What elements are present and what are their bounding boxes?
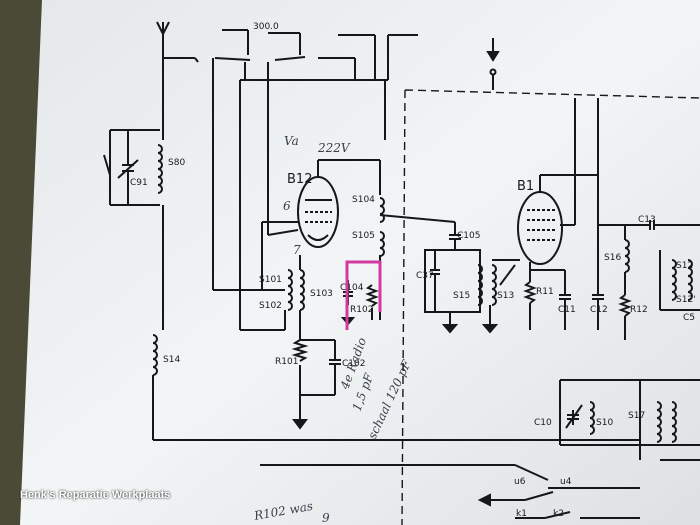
label-s101: S101 [259, 275, 282, 285]
label-k1: k1 [516, 509, 527, 519]
label-c91: C91 [130, 178, 148, 188]
b1-bias-circuit [523, 220, 700, 340]
tube-b1 [517, 98, 599, 265]
label-c10: C10 [534, 418, 552, 428]
label-s12: S12 [676, 261, 693, 271]
label-c104: C104 [340, 283, 364, 293]
antenna-circuit [103, 58, 164, 330]
label-c105: C105 [457, 231, 480, 241]
label-s13: S13 [497, 291, 514, 301]
marker-highlight [345, 260, 382, 330]
note-six: 6 [283, 199, 291, 213]
label-b12: B12 [287, 172, 312, 187]
label-s14: S14 [163, 355, 180, 365]
label-c5: C5 [683, 313, 695, 323]
label-r102: R102 [350, 305, 373, 315]
antenna-icon [156, 21, 170, 58]
label-c12: C12 [590, 305, 608, 315]
label-s104: S104 [352, 195, 375, 205]
label-r101: R101 [275, 357, 298, 367]
label-s17: S17 [628, 411, 645, 421]
label-k2: k2 [553, 509, 564, 519]
b12-wiring [212, 80, 456, 430]
label-c13: C13 [638, 215, 656, 225]
note-va: Va [284, 134, 299, 148]
label-c102: C102 [342, 359, 365, 369]
label-s102: S102 [259, 301, 282, 311]
label-s10: S10 [596, 418, 613, 428]
label-r12: R12 [630, 305, 648, 315]
input-arrow [486, 38, 500, 90]
note-222v: 222V [317, 141, 351, 155]
watermark-text: Henk's Reparatie Werkplaats [20, 489, 171, 501]
note-nine: 9 [322, 511, 330, 525]
label-c37: C37 [416, 271, 434, 281]
band-switch [163, 29, 418, 90]
label-s15: S15 [453, 291, 470, 301]
label-c11: C11 [558, 305, 576, 315]
lower-right-circuit [559, 379, 700, 461]
if-filter-circuit [424, 222, 520, 334]
label-b1: B1 [517, 179, 534, 194]
label-u6: u6 [514, 477, 526, 487]
label-switch-300: 300.0 [253, 22, 279, 32]
tube-b12 [297, 160, 339, 248]
choke-s14 [152, 334, 640, 441]
bottom-switches [260, 464, 640, 519]
label-r11: R11 [536, 287, 554, 297]
shield-boundary [401, 89, 700, 525]
label-s103: S103 [310, 289, 333, 299]
label-s16: S16 [604, 253, 621, 263]
label-s80: S80 [168, 158, 185, 168]
label-s105: S105 [352, 231, 375, 241]
note-seven: 7 [293, 243, 301, 257]
label-u4: u4 [560, 477, 572, 487]
label-s12-prime: S12' [676, 295, 696, 305]
